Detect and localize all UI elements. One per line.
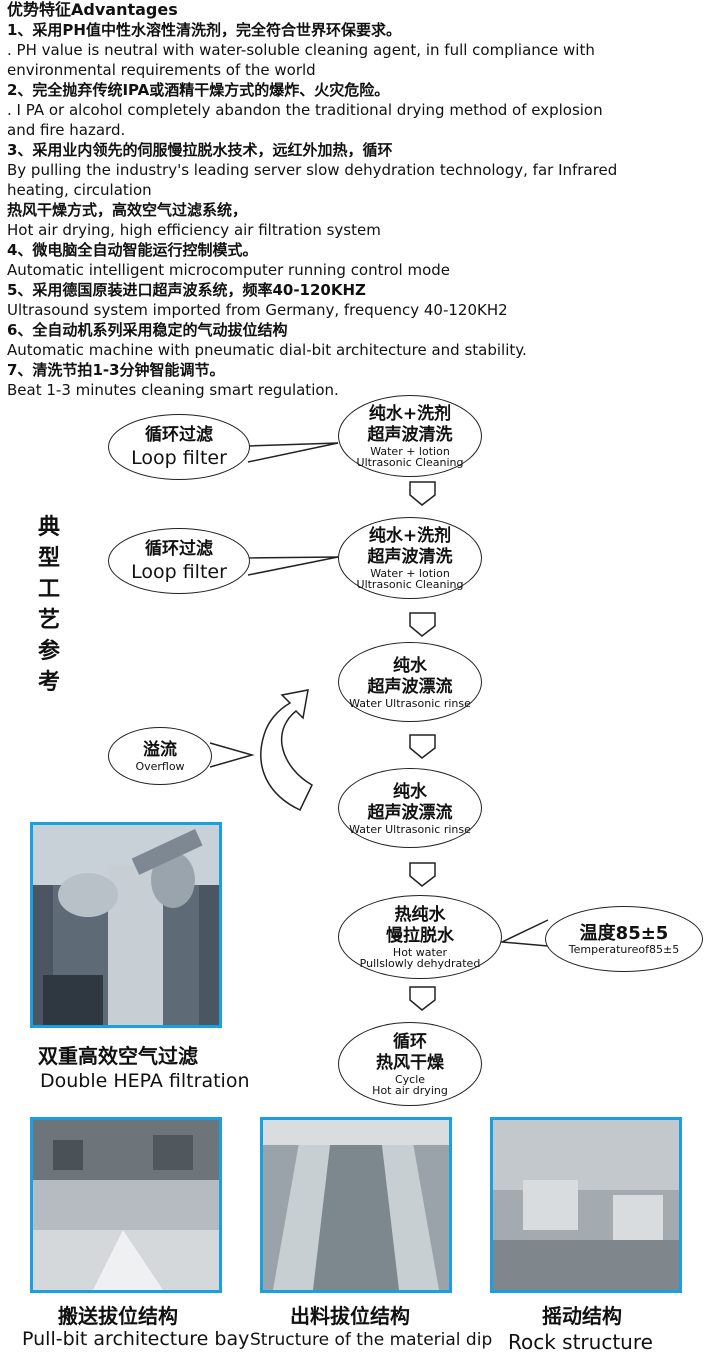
step3-en1: Water Ultrasonic rinse <box>349 696 471 710</box>
connector-loop2 <box>247 556 339 576</box>
hepa-photo <box>30 822 222 1028</box>
step1-en2: Ultrasonic Cleaning <box>356 456 464 469</box>
hepa-caption-en: Double HEPA filtration <box>40 1070 250 1092</box>
step-slow-dehydration: 热纯水 慢拉脱水 Hot water Pullslowly dehydrated <box>338 895 502 979</box>
adv-line: Automatic intelligent microcomputer runn… <box>7 261 450 279</box>
temperature: 温度85±5 Temperatureof85±5 <box>545 906 703 972</box>
loop2-cn: 循环过滤 <box>145 538 213 559</box>
overflow: 溢流 Overflow <box>108 727 212 785</box>
hepa-image <box>33 825 219 1025</box>
step4-cn2: 超声波漂流 <box>367 802 453 823</box>
connector-loop1 <box>247 442 339 463</box>
step3-cn1: 纯水 <box>393 655 427 676</box>
adv-line: 1、采用PH值中性水溶性清洗剂，完全符合世界环保要求。 <box>7 21 401 39</box>
pull-bit-image <box>33 1120 219 1290</box>
loop1-en: Loop filter <box>131 446 227 469</box>
step4-cn1: 纯水 <box>393 781 427 802</box>
step2-cn2: 超声波清洗 <box>367 547 453 567</box>
adv-line: 2、完全抛弃传统IPA或酒精干燥方式的爆炸、火灾危险。 <box>7 81 390 99</box>
advantages-title: 优势特征Advantages <box>7 0 178 19</box>
step5-cn1: 热纯水 <box>394 905 446 925</box>
step4-en1: Water Ultrasonic rinse <box>349 822 471 836</box>
pull-bit-caption-en: Pull-bit architecture bay <box>22 1328 250 1350</box>
adv-line: . I PA or alcohol completely abandon the… <box>7 101 603 119</box>
step2-en1: Water + lotion <box>370 567 450 580</box>
step6-cn1: 循环 <box>393 1032 427 1052</box>
material-dip-caption-en: Structure of the material dip <box>250 1330 493 1350</box>
step6-en2: Hot air drying <box>372 1084 448 1097</box>
adv-line: Automatic machine with pneumatic dial-bi… <box>7 341 527 359</box>
step-ultrasonic-cleaning-2: 纯水+洗剂 超声波清洗 Water + lotion Ultrasonic Cl… <box>338 517 482 599</box>
step5-en2: Pullslowly dehydrated <box>359 957 481 970</box>
loop1-cn: 循环过滤 <box>145 424 213 445</box>
step1-cn1: 纯水+洗剂 <box>368 404 452 424</box>
step1-en1: Water + lotion <box>370 445 450 458</box>
adv-line: 热风干燥方式，高效空气过滤系统， <box>7 201 248 219</box>
temperature-en: Temperatureof85±5 <box>568 943 680 956</box>
rock-structure-photo <box>490 1117 682 1293</box>
loop-filter-2: 循环过滤 Loop filter <box>108 528 250 594</box>
step-ultrasonic-cleaning-1: 纯水+洗剂 超声波清洗 Water + lotion Ultrasonic Cl… <box>338 395 482 477</box>
material-dip-photo <box>260 1117 452 1293</box>
adv-line: 6、全自动机系列采用稳定的气动拔位结构 <box>7 321 288 339</box>
connector-temperature <box>499 919 549 947</box>
connector-overflow <box>209 742 255 768</box>
overflow-cn: 溢流 <box>143 740 177 760</box>
down-arrow-icons <box>409 481 436 1011</box>
adv-line: 7、清洗节拍1-3分钟智能调节。 <box>7 361 225 379</box>
rock-structure-caption-en: Rock structure <box>508 1330 653 1354</box>
adv-line: Beat 1-3 minutes cleaning smart regulati… <box>7 381 339 399</box>
adv-line: environmental requirements of the world <box>7 61 316 79</box>
step6-en1: Cycle <box>394 1073 426 1086</box>
adv-line: 5、采用德国原装进口超声波系统，频率40-120KHZ <box>7 281 366 299</box>
flow-connectors <box>209 442 549 1011</box>
rock-structure-image <box>493 1120 679 1290</box>
overflow-en: Overflow <box>135 760 185 773</box>
step5-en1: Hot water <box>392 946 448 959</box>
pull-bit-photo <box>30 1117 222 1293</box>
adv-line: Hot air drying, high efficiency air filt… <box>7 221 381 239</box>
adv-line: 4、微电脑全自动智能运行控制模式。 <box>7 241 258 259</box>
pull-bit-caption-cn: 搬送拔位结构 <box>58 1304 178 1328</box>
curved-arrow-icon <box>260 689 313 811</box>
material-dip-image <box>263 1120 449 1290</box>
temperature-cn: 温度85±5 <box>579 923 669 944</box>
material-dip-caption-cn: 出料拔位结构 <box>290 1304 410 1328</box>
loop-filter-1: 循环过滤 Loop filter <box>108 414 250 480</box>
step2-en2: Ultrasonic Cleaning <box>356 578 464 591</box>
step3-cn2: 超声波漂流 <box>367 676 453 697</box>
step1-cn2: 超声波清洗 <box>367 425 453 445</box>
step-ultrasonic-rinse-2: 纯水 超声波漂流 Water Ultrasonic rinse <box>338 768 482 848</box>
step6-cn2: 热风干燥 <box>376 1053 444 1073</box>
rock-structure-caption-cn: 摇动结构 <box>542 1304 622 1328</box>
loop2-en: Loop filter <box>131 560 227 583</box>
adv-line: . PH value is neutral with water-soluble… <box>7 41 595 59</box>
step2-cn1: 纯水+洗剂 <box>368 526 452 546</box>
adv-line: By pulling the industry's leading server… <box>7 161 618 179</box>
step-ultrasonic-rinse-1: 纯水 超声波漂流 Water Ultrasonic rinse <box>338 642 482 722</box>
adv-line: Ultrasound system imported from Germany,… <box>7 301 508 319</box>
advantages-section: 优势特征Advantages 1、采用PH值中性水溶性清洗剂，完全符合世界环保要… <box>7 0 707 400</box>
adv-line: and fire hazard. <box>7 121 126 139</box>
adv-line: heating, circulation <box>7 181 152 199</box>
vertical-process-label: 典型工艺参考 <box>37 515 60 695</box>
step-hot-air-drying: 循环 热风干燥 Cycle Hot air drying <box>338 1022 482 1106</box>
adv-line: 3、采用业内领先的伺服慢拉脱水技术，远红外加热，循环 <box>7 141 393 159</box>
step5-cn2: 慢拉脱水 <box>386 926 454 946</box>
hepa-caption-cn: 双重高效空气过滤 <box>38 1044 198 1068</box>
